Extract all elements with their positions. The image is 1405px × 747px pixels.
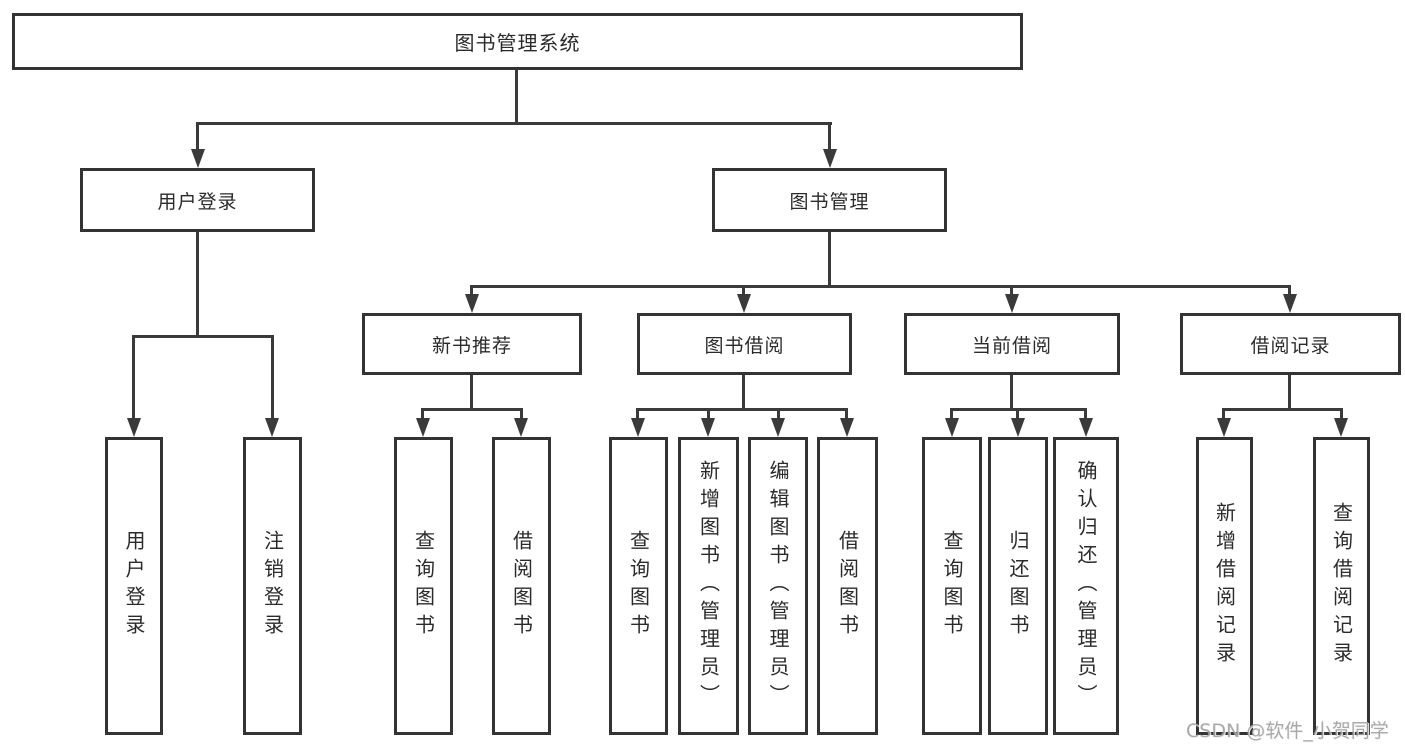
node-label: 新书推荐 bbox=[431, 334, 512, 357]
arrow-down-icon bbox=[1283, 294, 1297, 313]
arrow-down-icon bbox=[840, 418, 854, 437]
node-label: 用户登录 bbox=[122, 530, 146, 642]
connector-line bbox=[1222, 408, 1342, 411]
arrow-down-icon bbox=[631, 418, 645, 437]
arrow-down-icon bbox=[1217, 418, 1231, 437]
connector-line bbox=[470, 285, 473, 297]
connector-line bbox=[515, 70, 518, 122]
arrow-down-icon bbox=[1011, 418, 1025, 437]
node-label: 查询图书 bbox=[940, 530, 964, 642]
node-label: 编辑图书（管理员） bbox=[766, 460, 790, 712]
connector-line bbox=[1010, 375, 1013, 408]
arrow-down-icon bbox=[1079, 418, 1093, 437]
connector-line bbox=[1084, 408, 1087, 421]
leaf-add-borrow-record: 新增借阅记录 bbox=[1196, 437, 1253, 735]
leaf-borrow-books-recommend: 借阅图书 bbox=[492, 437, 551, 735]
leaf-edit-book-admin: 编辑图书（管理员） bbox=[748, 437, 808, 735]
connector-line bbox=[196, 232, 199, 335]
csdn-watermark: CSDN @软件_小贺同学 bbox=[1186, 720, 1389, 742]
connector-line bbox=[421, 408, 522, 411]
leaf-add-book-admin: 新增图书（管理员） bbox=[678, 437, 739, 735]
connector-line bbox=[196, 122, 832, 125]
node-label: 归还图书 bbox=[1006, 530, 1030, 642]
node-label: 新增借阅记录 bbox=[1212, 502, 1237, 670]
leaf-query-books-recommend: 查询图书 bbox=[394, 437, 453, 735]
arrow-down-icon bbox=[416, 418, 430, 437]
connector-line bbox=[132, 335, 273, 338]
node-label: 借阅图书 bbox=[509, 530, 534, 642]
connector-line bbox=[1016, 408, 1019, 421]
node-label: 查询借阅记录 bbox=[1329, 502, 1354, 670]
leaf-borrow-books: 借阅图书 bbox=[817, 437, 878, 735]
leaf-return-books: 归还图书 bbox=[988, 437, 1048, 735]
connector-line bbox=[196, 122, 199, 152]
leaf-user-login: 用户登录 bbox=[105, 437, 163, 735]
node-label: 借阅图书 bbox=[835, 530, 860, 642]
connector-line bbox=[707, 408, 710, 421]
arrow-down-icon bbox=[127, 418, 141, 437]
arrow-down-icon bbox=[823, 149, 837, 168]
connector-line bbox=[742, 375, 745, 408]
node-label: 新增图书（管理员） bbox=[696, 460, 721, 712]
connector-line bbox=[828, 232, 831, 285]
node-label: 图书管理 bbox=[789, 190, 870, 213]
arrow-down-icon bbox=[191, 149, 205, 168]
node-label: 图书借阅 bbox=[704, 334, 785, 357]
node-book-borrowing: 图书借阅 bbox=[637, 313, 852, 375]
node-book-management: 图书管理 bbox=[712, 168, 947, 232]
connector-line bbox=[271, 335, 274, 421]
connector-line bbox=[950, 408, 953, 421]
connector-line bbox=[1340, 408, 1343, 421]
leaf-query-books-borrowing: 查询图书 bbox=[609, 437, 668, 735]
node-label: 用户登录 bbox=[157, 190, 238, 213]
node-label: 确认归还（管理员） bbox=[1074, 460, 1098, 712]
node-user-login: 用户登录 bbox=[80, 168, 315, 232]
node-borrowing-records: 借阅记录 bbox=[1180, 313, 1401, 375]
connector-line bbox=[845, 408, 848, 421]
connector-line bbox=[132, 335, 135, 421]
arrow-down-icon bbox=[265, 418, 279, 437]
leaf-confirm-return-admin: 确认归还（管理员） bbox=[1053, 437, 1119, 735]
connector-line bbox=[636, 408, 848, 411]
leaf-query-borrow-record: 查询借阅记录 bbox=[1313, 437, 1370, 735]
connector-line bbox=[520, 408, 523, 421]
node-library-management-system: 图书管理系统 bbox=[12, 13, 1023, 70]
node-label: 当前借阅 bbox=[971, 334, 1052, 357]
leaf-query-books-current: 查询图书 bbox=[922, 437, 982, 735]
node-new-book-recommendation: 新书推荐 bbox=[362, 313, 582, 375]
connector-line bbox=[1288, 375, 1291, 408]
arrow-down-icon bbox=[701, 418, 715, 437]
connector-line bbox=[777, 408, 780, 421]
node-label: 查询图书 bbox=[626, 530, 651, 642]
node-current-borrowing: 当前借阅 bbox=[904, 313, 1120, 375]
connector-line bbox=[742, 285, 745, 297]
connector-line bbox=[1010, 285, 1013, 297]
arrow-down-icon bbox=[1334, 418, 1348, 437]
arrow-down-icon bbox=[465, 294, 479, 313]
node-label: 查询图书 bbox=[411, 530, 436, 642]
connector-line bbox=[470, 375, 473, 408]
connector-line bbox=[828, 122, 831, 152]
connector-line bbox=[421, 408, 424, 421]
connector-line bbox=[1222, 408, 1225, 421]
arrow-down-icon bbox=[737, 294, 751, 313]
node-label: 借阅记录 bbox=[1250, 334, 1331, 357]
arrow-down-icon bbox=[945, 418, 959, 437]
node-label: 图书管理系统 bbox=[454, 31, 581, 55]
arrow-down-icon bbox=[514, 418, 528, 437]
connector-line bbox=[470, 285, 1291, 288]
arrow-down-icon bbox=[771, 418, 785, 437]
connector-line bbox=[1288, 285, 1291, 297]
arrow-down-icon bbox=[1005, 294, 1019, 313]
leaf-logout: 注销登录 bbox=[243, 437, 302, 735]
connector-line bbox=[636, 408, 639, 421]
node-label: 注销登录 bbox=[260, 530, 285, 642]
